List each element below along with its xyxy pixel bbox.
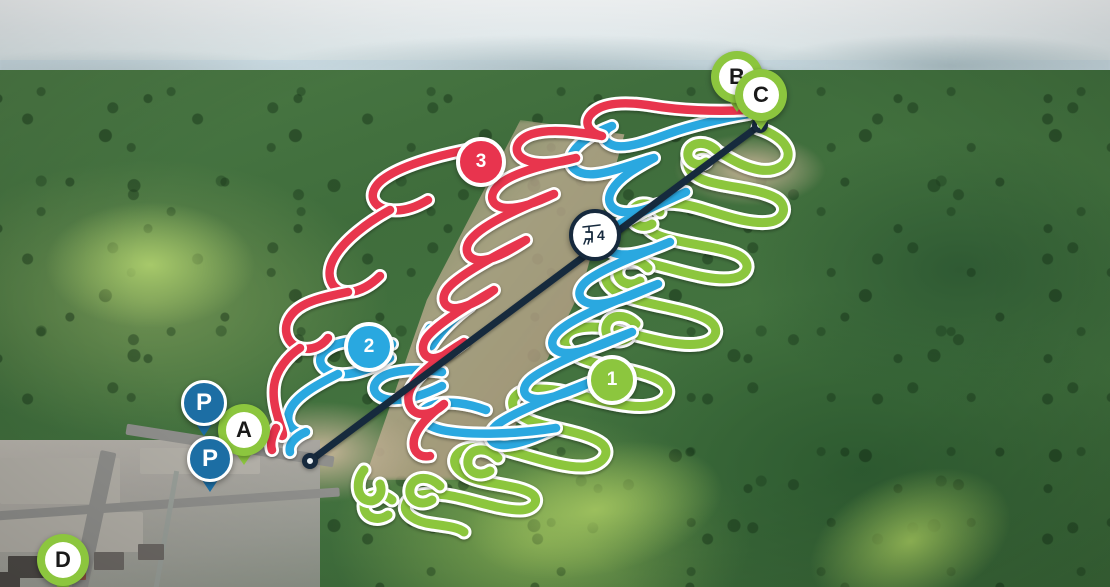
- trail-badge-1-label: 1: [606, 369, 618, 390]
- building: [138, 544, 164, 560]
- pin-tail: [202, 480, 218, 492]
- lift-bottom-station-node[interactable]: [302, 453, 318, 469]
- parking-pin-2[interactable]: P: [187, 436, 233, 492]
- chairlift-line[interactable]: [306, 121, 764, 465]
- trail-badge-2-label: 2: [363, 336, 375, 357]
- building: [94, 552, 124, 570]
- building: [0, 572, 20, 587]
- poi-pin-d-label: D: [55, 547, 71, 572]
- parking-pin-2-label: P: [201, 445, 218, 472]
- poi-pin-d[interactable]: D: [37, 534, 89, 587]
- poi-pin-c[interactable]: C: [735, 69, 787, 130]
- parking-pin-1-label: P: [195, 389, 212, 416]
- poi-pin-a[interactable]: A: [218, 404, 270, 465]
- chairlift-icon: 4: [582, 224, 605, 245]
- trail-badge-3[interactable]: 3: [456, 137, 506, 187]
- poi-pin-a-label: A: [236, 417, 252, 442]
- chairlift-badge[interactable]: 4: [569, 209, 621, 261]
- chairlift-capacity-label: 4: [597, 227, 605, 243]
- trail-badge-1[interactable]: 1: [587, 355, 637, 405]
- parking-pin-1[interactable]: P: [181, 380, 227, 436]
- meadow-northwest: [0, 170, 300, 360]
- pin-tail: [196, 424, 212, 436]
- trail-badge-3-label: 3: [475, 151, 487, 172]
- poi-pin-c-label: C: [753, 82, 769, 107]
- trail-badge-2[interactable]: 2: [344, 322, 394, 372]
- trail-path-3-lower[interactable]: [264, 143, 473, 457]
